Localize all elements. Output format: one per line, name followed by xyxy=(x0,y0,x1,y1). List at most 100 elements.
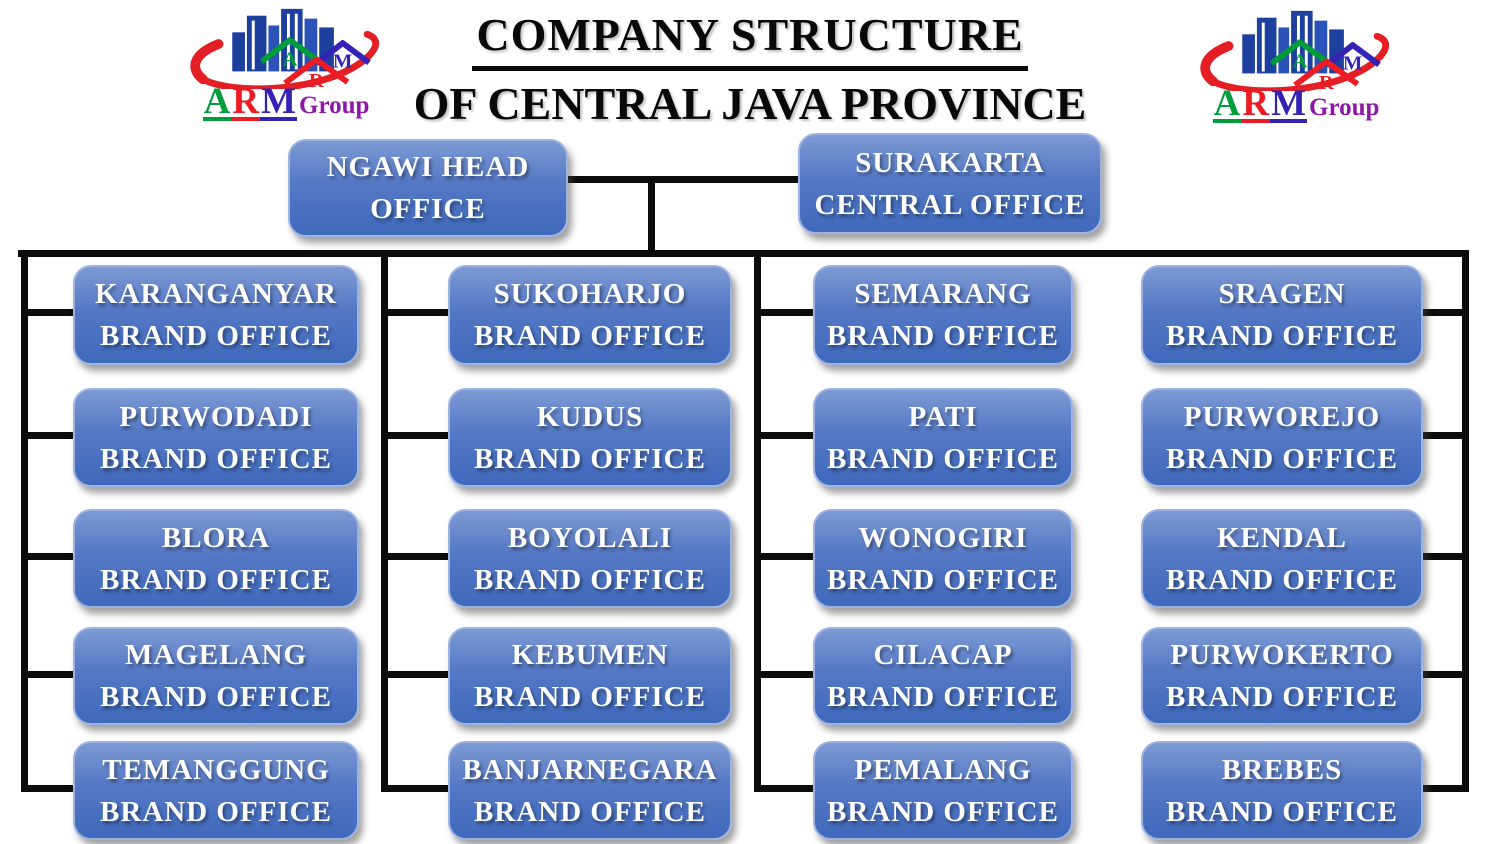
title-line-2: OF CENTRAL JAVA PROVINCE xyxy=(413,78,1087,129)
office-type: BRAND OFFICE xyxy=(100,320,332,352)
office-type: BRAND OFFICE xyxy=(474,681,706,713)
connector-stub-c2r5 xyxy=(385,785,448,792)
connector-spine-col3 xyxy=(754,250,761,792)
office-type: BRAND OFFICE xyxy=(1166,563,1398,596)
office-box-temanggung: TEMANGGUNG BRAND OFFICE xyxy=(73,741,359,840)
office-type: BRAND OFFICE xyxy=(100,442,332,475)
office-name: PATI xyxy=(908,400,978,433)
arm-letter-m: M xyxy=(260,81,297,122)
connector-top-vertical xyxy=(648,176,655,257)
office-type: BRAND OFFICE xyxy=(1166,795,1398,828)
roof-houses-icon xyxy=(1269,39,1381,88)
office-box-boyolali: BOYOLALI BRAND OFFICE xyxy=(448,509,732,608)
arm-logo-graphic-icon: A M R xyxy=(190,8,380,89)
connector-stub-c4r1 xyxy=(1415,309,1469,316)
office-type: BRAND OFFICE xyxy=(474,795,706,828)
swoosh-icon xyxy=(1200,32,1390,91)
office-type: BRAND OFFICE xyxy=(827,563,1059,596)
office-type: BRAND OFFICE xyxy=(827,795,1059,828)
office-name: TEMANGGUNG xyxy=(102,753,330,786)
connector-stub-c1r2 xyxy=(24,432,73,439)
office-box-pati: PATI BRAND OFFICE xyxy=(813,388,1073,487)
connector-stub-c4r2 xyxy=(1415,432,1469,439)
roof-houses-icon xyxy=(259,37,371,86)
roof-letter-r: R xyxy=(1319,72,1334,91)
connector-stub-c4r3 xyxy=(1415,553,1469,560)
roof-letter-a: A xyxy=(282,49,297,71)
office-type: BRAND OFFICE xyxy=(1166,320,1398,352)
roof-letter-m: M xyxy=(333,51,352,73)
office-box-kendal: KENDAL BRAND OFFICE xyxy=(1141,509,1423,608)
swoosh-icon xyxy=(190,30,380,89)
connector-stub-c2r3 xyxy=(385,553,448,560)
office-name: BANJARNEGARA xyxy=(462,753,718,786)
office-name: PURWODADI xyxy=(119,400,313,433)
connector-stub-c3r2 xyxy=(758,432,813,439)
connector-spine-col1 xyxy=(21,250,28,792)
office-box-magelang: MAGELANG BRAND OFFICE xyxy=(73,627,359,725)
office-box-pemalang: PEMALANG BRAND OFFICE xyxy=(813,741,1073,840)
connector-stub-c1r3 xyxy=(24,553,73,560)
office-box-ngawi-head: NGAWI HEAD OFFICE xyxy=(288,139,568,237)
office-box-sukoharjo: SUKOHARJO BRAND OFFICE xyxy=(448,265,732,365)
office-name: PURWOREJO xyxy=(1183,400,1381,433)
connector-spine-col2 xyxy=(381,250,388,792)
connector-stub-c3r5 xyxy=(758,785,813,792)
office-name: WONOGIRI xyxy=(858,521,1028,554)
arm-letter-a: A xyxy=(202,81,232,122)
office-box-banjarnegara: BANJARNEGARA BRAND OFFICE xyxy=(448,741,732,840)
office-name: BREBES xyxy=(1221,753,1343,786)
title-line-1: COMPANY STRUCTURE xyxy=(472,8,1028,71)
office-box-brebes: BREBES BRAND OFFICE xyxy=(1141,741,1423,840)
arm-group-label: Group xyxy=(299,92,370,119)
office-name: BLORA xyxy=(161,521,271,554)
roof-letter-a: A xyxy=(1292,51,1307,73)
office-type: CENTRAL OFFICE xyxy=(814,188,1086,221)
arm-group-label: Group xyxy=(1309,94,1380,121)
office-type: BRAND OFFICE xyxy=(100,563,332,596)
office-box-surakarta-central: SURAKARTA CENTRAL OFFICE xyxy=(798,133,1102,234)
office-type: BRAND OFFICE xyxy=(474,563,706,596)
arm-letter-m: M xyxy=(1270,83,1307,124)
office-type: BRAND OFFICE xyxy=(1166,681,1398,713)
connector-stub-c3r4 xyxy=(758,671,813,678)
arm-letter-r: R xyxy=(1241,83,1271,124)
office-name: BOYOLALI xyxy=(507,521,673,554)
office-type: BRAND OFFICE xyxy=(100,681,332,713)
office-name: NGAWI HEAD xyxy=(326,151,530,183)
office-box-blora: BLORA BRAND OFFICE xyxy=(73,509,359,608)
office-box-purwokerto: PURWOKERTO BRAND OFFICE xyxy=(1141,627,1423,725)
office-type: BRAND OFFICE xyxy=(1166,442,1398,475)
office-name: KENDAL xyxy=(1216,521,1348,554)
office-type: BRAND OFFICE xyxy=(827,442,1059,475)
office-type: OFFICE xyxy=(370,193,486,225)
arm-letter-a: A xyxy=(1212,83,1242,124)
buildings-icon xyxy=(232,8,334,72)
office-name: KEBUMEN xyxy=(511,639,669,671)
arm-letter-r: R xyxy=(231,81,261,122)
office-name: CILACAP xyxy=(873,639,1013,671)
page-title: COMPANY STRUCTURE OF CENTRAL JAVA PROVIN… xyxy=(370,8,1130,130)
office-name: KUDUS xyxy=(536,400,644,433)
connector-stub-c3r1 xyxy=(758,309,813,316)
office-box-cilacap: CILACAP BRAND OFFICE xyxy=(813,627,1073,725)
office-box-kudus: KUDUS BRAND OFFICE xyxy=(448,388,732,487)
office-type: BRAND OFFICE xyxy=(827,681,1059,713)
connector-stub-c1r1 xyxy=(24,309,73,316)
office-type: BRAND OFFICE xyxy=(100,795,332,828)
office-name: SUKOHARJO xyxy=(493,278,687,310)
office-name: MAGELANG xyxy=(125,639,307,671)
roof-letter-r: R xyxy=(309,70,324,89)
connector-stub-c2r2 xyxy=(385,432,448,439)
office-box-purworejo: PURWOREJO BRAND OFFICE xyxy=(1141,388,1423,487)
office-box-sragen: SRAGEN BRAND OFFICE xyxy=(1141,265,1423,365)
office-name: SRAGEN xyxy=(1218,278,1346,310)
connector-stub-c4r5 xyxy=(1415,785,1469,792)
office-name: SEMARANG xyxy=(854,278,1032,310)
office-name: PURWOKERTO xyxy=(1170,639,1394,671)
connector-main-horizontal xyxy=(18,250,1469,257)
office-type: BRAND OFFICE xyxy=(474,442,706,475)
